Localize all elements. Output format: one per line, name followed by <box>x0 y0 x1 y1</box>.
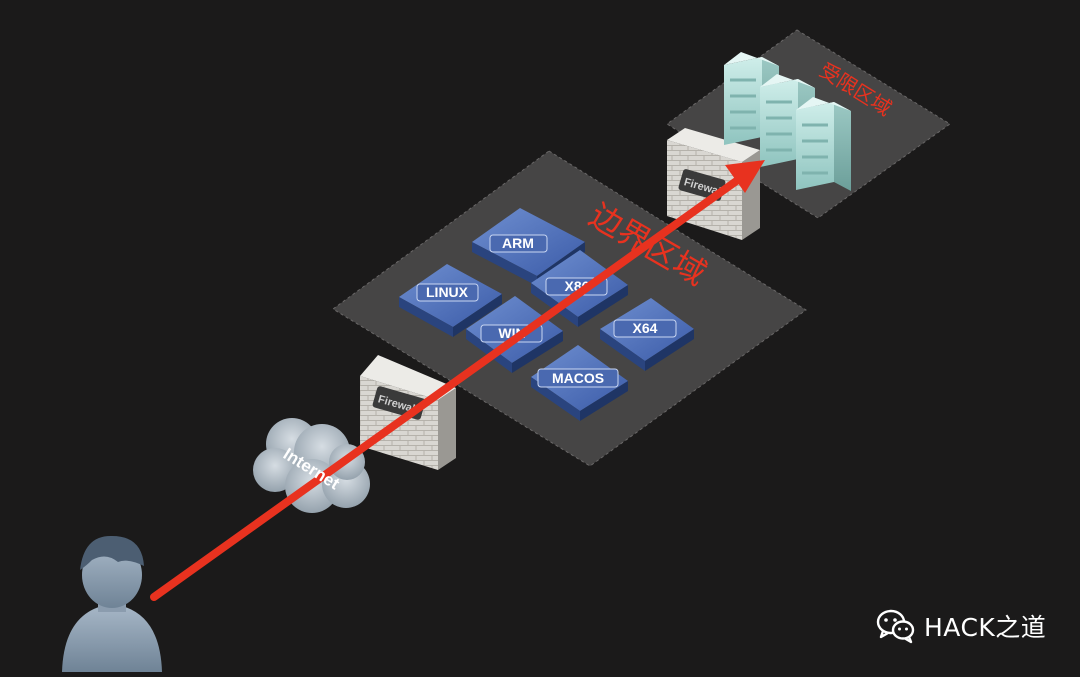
device-linux: LINUX <box>399 264 502 337</box>
device-label: MACOS <box>552 370 604 386</box>
device-x86: X86 <box>531 250 628 327</box>
device-win: WIN <box>466 296 563 373</box>
device-label: LINUX <box>426 284 469 300</box>
attack-path-arrow <box>150 173 747 601</box>
arrow-head <box>725 160 765 193</box>
device-macos: MACOS <box>531 345 628 421</box>
wechat-icon <box>876 609 915 644</box>
device-label: ARM <box>502 235 534 251</box>
user-icon <box>62 535 162 672</box>
watermark-text: HACK之道 <box>924 613 1047 642</box>
device-x64: X64 <box>600 298 694 371</box>
server-icon <box>796 97 851 191</box>
device-label: X64 <box>633 320 658 336</box>
watermark: HACK之道 <box>876 608 1046 644</box>
